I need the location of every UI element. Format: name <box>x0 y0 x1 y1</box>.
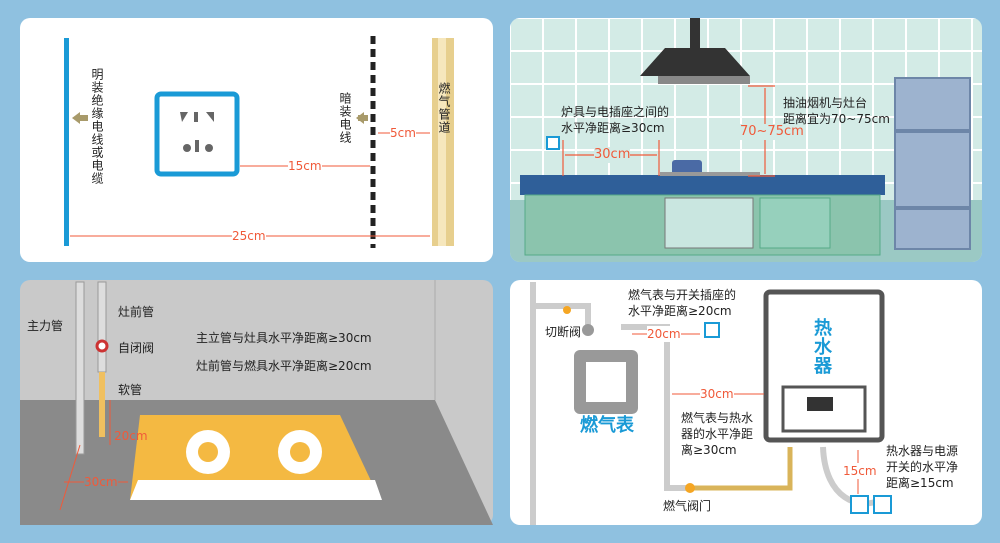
dim-25cm: 25cm <box>232 228 266 244</box>
stove-pipe <box>97 281 107 373</box>
socket-icon <box>704 322 720 338</box>
note-line: 距离宜为70~75cm <box>783 112 890 126</box>
arrow-icon <box>72 112 80 124</box>
note-line: 燃气表与开关插座的 <box>628 288 737 302</box>
concealed-wire-label: 暗装电线 <box>338 92 352 144</box>
surface-wire <box>64 38 69 246</box>
note-stove-pipe: 灶前管与燃具水平净距离≥20cm <box>196 359 372 373</box>
dim-5cm: 5cm <box>390 125 416 141</box>
dim-20cm: 20cm <box>114 429 148 443</box>
gas-valve-label: 燃气阀门 <box>663 499 712 513</box>
fridge <box>894 77 971 131</box>
socket-icon <box>546 136 560 150</box>
note-line: 水平净距离≥20cm <box>628 304 732 318</box>
water-heater-icon <box>763 289 885 443</box>
hose <box>99 372 105 437</box>
meter-heater-note: 燃气表与热水器的水平净距离≥30cm <box>681 410 753 458</box>
note-line: 开关的水平净 <box>886 460 959 474</box>
main-pipe-label: 主力管 <box>27 319 64 333</box>
dim-30cm: 30cm <box>594 147 631 163</box>
dim-70-75cm: 70~75cm <box>740 124 804 140</box>
surface-wire-label: 明装绝缘电线或电缆 <box>90 68 104 185</box>
dim-20cm: 20cm <box>647 326 681 342</box>
dim-30cm: 30cm <box>700 386 734 402</box>
note-main-pipe: 主立管与灶具水平净距离≥30cm <box>196 331 372 345</box>
dim-30cm: 30cm <box>84 474 118 490</box>
note-line: 水平净距离≥30cm <box>561 121 665 135</box>
note-line: 热水器与电源 <box>886 444 959 458</box>
cutoff-valve-label: 切断阀 <box>545 325 582 339</box>
gas-meter-label: 燃气表 <box>580 415 634 436</box>
note-line: 距离≥15cm <box>886 476 954 490</box>
panel-kitchen <box>510 18 982 262</box>
meter-socket-note: 燃气表与开关插座的水平净距离≥20cm <box>628 287 736 319</box>
hood-note: 抽油烟机与灶台距离宜为70~75cm <box>783 95 890 127</box>
note-line: 离≥30cm <box>681 443 737 457</box>
main-pipe <box>75 281 85 455</box>
stove-pipe-label: 灶前管 <box>118 305 155 319</box>
pot-icon <box>672 160 702 175</box>
gas-pipe-label: 燃气管道 <box>437 82 451 134</box>
auto-valve-icon <box>95 339 109 353</box>
socket-icon <box>873 495 892 514</box>
note-line: 燃气表与热水 <box>681 411 754 425</box>
water-heater-label: 热水器 <box>811 318 832 375</box>
note-line: 抽油烟机与灶台 <box>783 96 868 110</box>
hose-label: 软管 <box>118 383 143 397</box>
dim-15cm: 15cm <box>288 158 322 174</box>
note-line: 炉具与电插座之间的 <box>561 105 670 119</box>
socket-icon <box>154 91 240 177</box>
stove-icon <box>130 415 380 500</box>
auto-valve-label: 自闭阀 <box>118 341 155 355</box>
dim-15cm: 15cm <box>843 463 877 479</box>
stove-socket-note: 炉具与电插座之间的水平净距离≥30cm <box>561 104 669 136</box>
cutoff-valve-icon <box>582 324 594 336</box>
heater-switch-note: 热水器与电源开关的水平净距离≥15cm <box>886 443 958 491</box>
switch-icon <box>850 495 869 514</box>
note-line: 器的水平净距 <box>681 427 754 441</box>
